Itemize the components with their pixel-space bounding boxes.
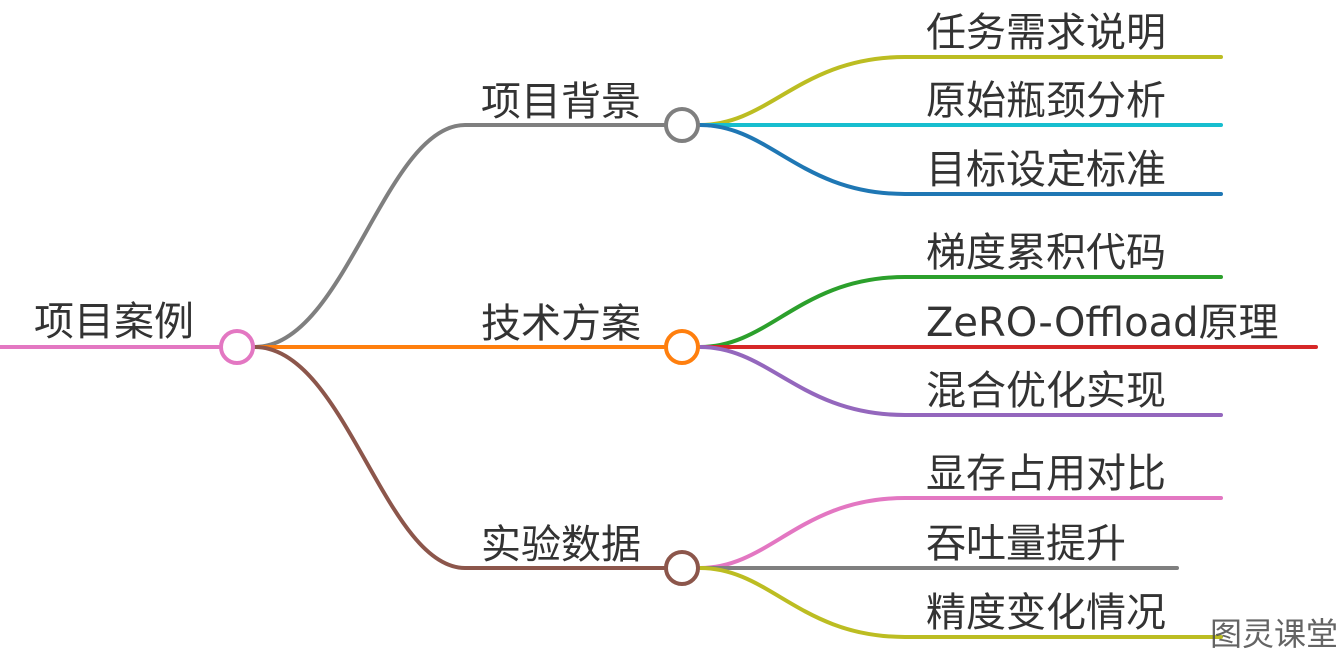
- branch-label-1: 项目背景: [481, 79, 641, 125]
- leaf-label-3-1: 显存占用对比: [926, 451, 1166, 497]
- branch-label-2: 技术方案: [481, 301, 641, 347]
- branch-label-3: 实验数据: [481, 522, 641, 568]
- leaf-edge-1-3: [698, 123, 1223, 196]
- leaf-label-2-3: 混合优化实现: [926, 368, 1166, 414]
- watermark-text: 图灵课堂: [1210, 615, 1338, 653]
- branch-node-3: [664, 550, 700, 586]
- branch-edge-1: [253, 123, 666, 349]
- leaf-label-3-2: 吞吐量提升: [926, 521, 1126, 567]
- leaf-edge-2-3: [698, 345, 1223, 417]
- branch-edge-3: [253, 345, 666, 570]
- leaf-edge-3-3: [698, 566, 1223, 639]
- leaf-label-2-2: ZeRO-Offload原理: [926, 300, 1278, 346]
- leaf-edge-1-1: [698, 55, 1223, 127]
- leaf-edge-3-1: [698, 496, 1223, 570]
- root-label: 项目案例: [34, 299, 194, 345]
- edges-layer: [0, 55, 1318, 639]
- leaf-label-2-1: 梯度累积代码: [926, 230, 1166, 276]
- branch-node-1: [664, 107, 700, 143]
- nodes-layer: [219, 107, 700, 586]
- leaf-label-3-3: 精度变化情况: [926, 590, 1166, 636]
- branch-node-2: [664, 329, 700, 365]
- leaf-label-1-2: 原始瓶颈分析: [926, 78, 1166, 124]
- leaf-label-1-3: 目标设定标准: [926, 147, 1166, 193]
- leaf-label-1-1: 任务需求说明: [926, 10, 1166, 56]
- leaf-edge-2-1: [698, 275, 1223, 349]
- root-node: [219, 329, 255, 365]
